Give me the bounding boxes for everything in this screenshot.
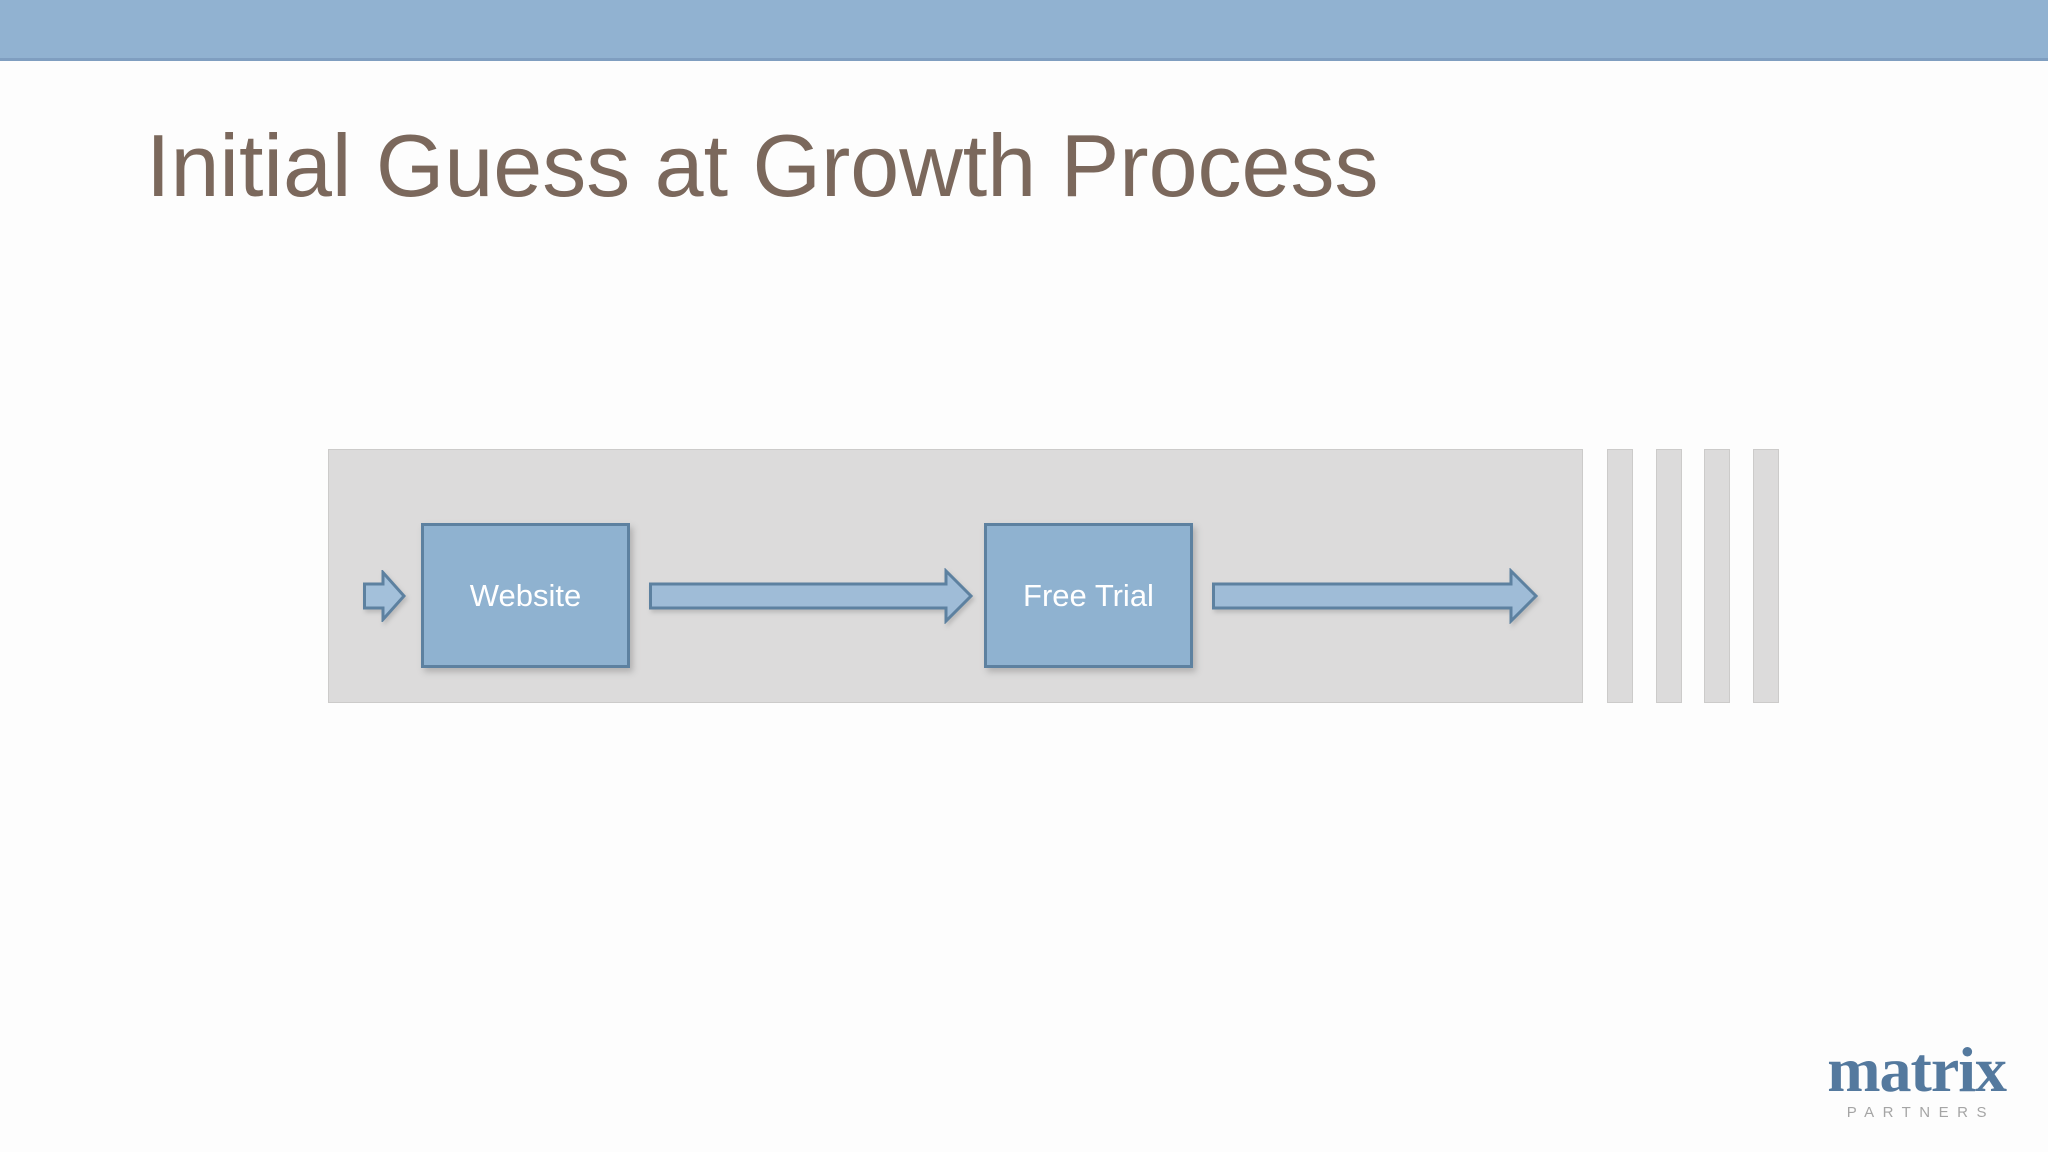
node-free-trial-label: Free Trial: [1023, 577, 1154, 613]
node-website-label: Website: [469, 577, 582, 613]
matrix-partners-logo: matrix PARTNERS: [1827, 1034, 2007, 1122]
flow-arrow-icon: [649, 568, 973, 624]
node-free-trial: Free Trial: [984, 523, 1193, 668]
flow-arrow-icon: [1212, 568, 1538, 624]
page-title: Initial Guess at Growth Process: [146, 116, 1379, 215]
logo-subtitle: PARTNERS: [1846, 1104, 1995, 1121]
placeholder-bar: [1656, 449, 1682, 703]
placeholder-bar: [1704, 449, 1730, 703]
logo-wordmark: matrix: [1827, 1034, 2007, 1105]
entry-arrow-icon: [363, 570, 406, 622]
placeholder-bar: [1753, 449, 1779, 703]
placeholder-bar: [1607, 449, 1633, 703]
header-accent-bar: [0, 0, 2048, 61]
node-website: Website: [421, 523, 630, 668]
